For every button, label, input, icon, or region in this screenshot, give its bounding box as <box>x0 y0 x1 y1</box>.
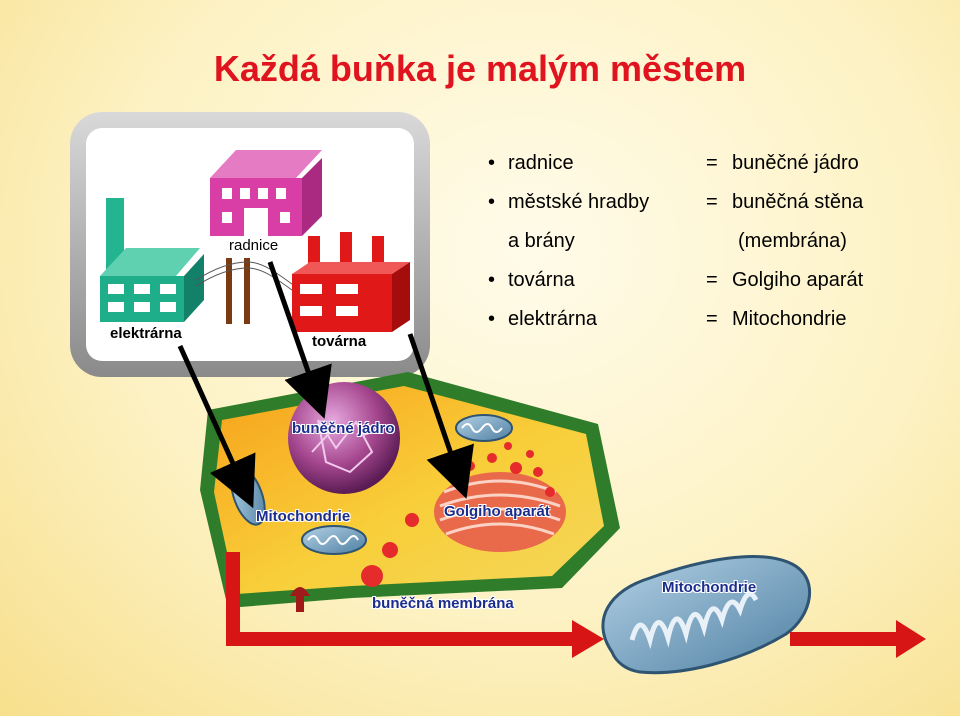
cell-diagram <box>200 372 620 608</box>
town-hall-label: radnice <box>229 237 279 254</box>
equals-sign: = <box>706 152 718 174</box>
mitochondrion-enlarged <box>601 555 812 675</box>
mitochondria-inner-label: Mitochondrie <box>256 508 351 525</box>
comparison-term: a brány <box>508 230 575 252</box>
bullet: • <box>488 269 496 291</box>
nucleus <box>288 382 400 494</box>
comparison-term: elektrárna <box>508 308 597 330</box>
slide-title: Každá buňka je malým městem <box>213 48 747 89</box>
bullet: • <box>488 308 496 330</box>
comparison-term: radnice <box>508 152 574 174</box>
comparison-meaning: Golgiho aparát <box>732 269 864 291</box>
equals-sign: = <box>706 308 718 330</box>
comparison-meaning: (membrána) <box>738 230 847 252</box>
nucleus-label: buněčné jádro <box>292 420 395 437</box>
mitochondria-enlarged-label: Mitochondrie <box>662 579 757 596</box>
golgi-label: Golgiho aparát <box>444 503 550 520</box>
power-plant-label: elektrárna <box>110 325 182 342</box>
power-plant-building <box>100 198 204 322</box>
equals-sign: = <box>706 191 718 213</box>
factory-label: továrna <box>312 333 367 350</box>
mapping-arrows <box>177 261 474 509</box>
town-hall-building <box>210 150 322 236</box>
comparison-meaning: Mitochondrie <box>732 308 847 330</box>
bullet: • <box>488 191 496 213</box>
power-lines <box>195 258 301 324</box>
comparison-meaning: buněčná stěna <box>732 191 864 213</box>
equals-sign: = <box>706 269 718 291</box>
red-arrow <box>226 552 926 658</box>
membrane-label: buněčná membrána <box>372 595 514 612</box>
comparison-meaning: buněčné jádro <box>732 152 859 174</box>
comparison-term: městské hradby <box>508 191 650 213</box>
factory-building <box>292 232 410 332</box>
membrane-channel <box>290 587 310 612</box>
comparison-term: továrna <box>508 269 575 291</box>
bullet: • <box>488 152 496 174</box>
